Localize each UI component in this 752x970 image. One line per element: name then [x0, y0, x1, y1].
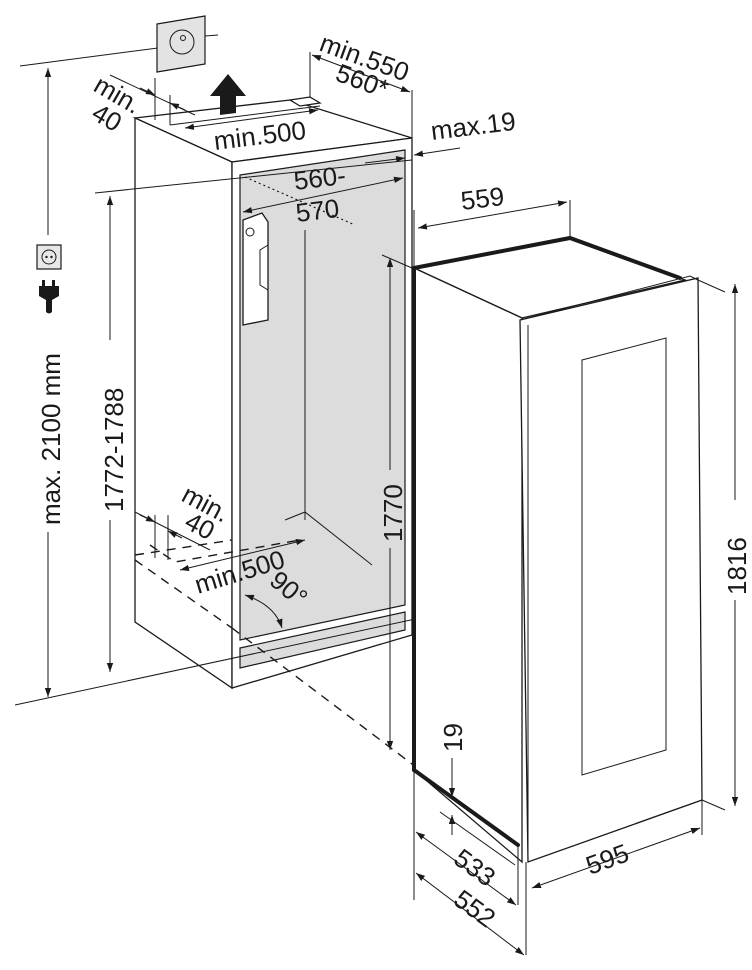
dim-vent-top-gap-a [139, 87, 156, 96]
label-overall-height-max: max. 2100 mm [36, 353, 66, 525]
dim-vent-bottom-width [179, 539, 306, 571]
height-ref-line [701, 799, 726, 811]
outlet-plate [156, 15, 206, 73]
socket-hole [50, 255, 53, 259]
socket-plate [36, 244, 62, 270]
label-niche-height: 1772-1788 [99, 388, 129, 512]
height-ref-line [19, 47, 159, 67]
niche-top-ref-line [94, 159, 413, 194]
niche-interior [239, 149, 406, 641]
airflow-arrow-icon [210, 74, 246, 115]
dim-front-width [531, 827, 701, 889]
label-total-height: 1816 [722, 537, 752, 595]
label-total-depth: 552 [448, 884, 501, 934]
plug-body [39, 286, 59, 314]
dim-vent-bottom-gap-a [139, 514, 156, 523]
wall-socket-icon [36, 244, 62, 270]
dim-niche-depth [311, 54, 411, 93]
bottom-vent-slot [239, 611, 406, 669]
top-rear-strip [288, 96, 322, 107]
wall-outlet-plate-icon [19, 15, 219, 73]
label-door-gap: 19 [438, 723, 468, 752]
hinge-notch [259, 244, 269, 291]
dimension-lines [44, 52, 739, 956]
label-niche-width-line1: 560- [292, 160, 347, 196]
power-plug-icon [39, 280, 59, 314]
label-niche-width-line2: 570 [294, 193, 341, 228]
dim-appliance-width [417, 200, 568, 230]
dim-vent-top-width [184, 108, 319, 130]
dim-side-wall-a [364, 155, 406, 164]
plug-pin [42, 280, 45, 286]
interior-floor-line [284, 511, 373, 566]
door-top-edge [519, 275, 699, 321]
niche-cabinet [132, 78, 421, 771]
plinth-dash-side [134, 559, 233, 629]
label-appliance-width: 559 [459, 181, 506, 216]
socket-ring [41, 249, 57, 265]
floor-reference-line [14, 617, 421, 706]
label-side-wall-max: max.19 [429, 106, 517, 146]
dim-vent-top-gap-b [169, 102, 186, 111]
outlet-pin [180, 35, 186, 41]
height-ref-line [697, 279, 726, 293]
label-front-width: 595 [582, 838, 633, 881]
plate-tick [204, 34, 219, 37]
socket-hole [45, 255, 48, 259]
dim-vent-bottom-gap-b [167, 530, 183, 539]
appliance-door [519, 277, 703, 863]
outlet-circle [169, 29, 195, 55]
label-body-height: 1770 [378, 484, 408, 542]
body-top-ref-line [381, 254, 413, 269]
dim-total-depth [415, 872, 525, 956]
niche-side-panel [134, 116, 233, 690]
hinge-hole [245, 227, 255, 237]
angle-arc [244, 594, 283, 629]
appliance-unit [411, 200, 726, 955]
dim-side-wall-b [413, 147, 461, 157]
plug-pin [52, 280, 55, 286]
appliance-side [413, 266, 523, 864]
dim-niche-width [242, 176, 404, 214]
door-glass-window [581, 337, 667, 776]
hinge-bracket [242, 212, 269, 326]
